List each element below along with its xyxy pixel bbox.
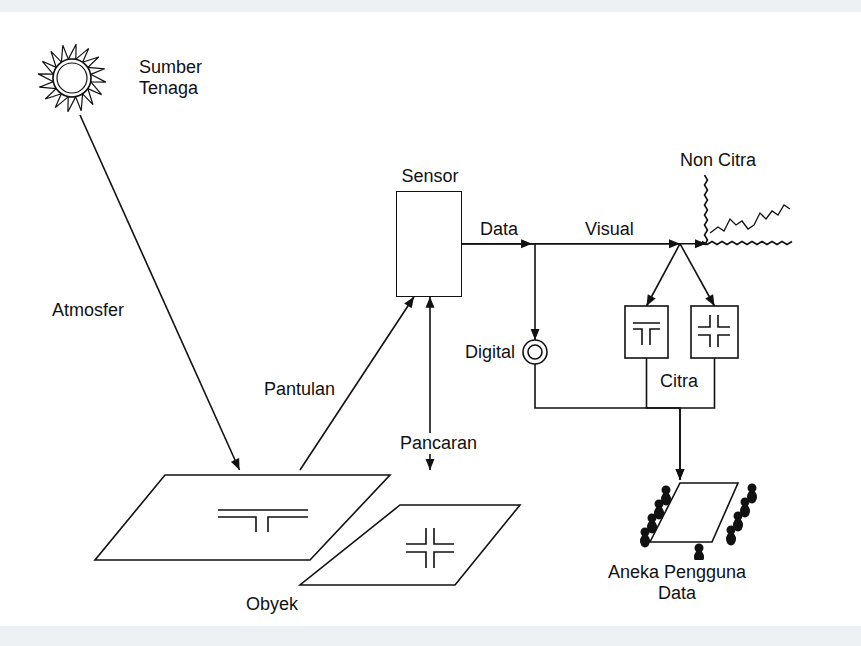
arrow-head — [426, 459, 435, 470]
arrow-head — [676, 469, 685, 480]
connector — [462, 239, 540, 340]
drawing-stroke — [702, 242, 792, 245]
sun-icon — [35, 41, 109, 115]
drawing-stroke — [710, 205, 790, 233]
edge-label: Atmosfer — [50, 300, 126, 321]
connector-line — [680, 244, 715, 306]
arrow-head — [426, 297, 435, 308]
edge-label: Data — [478, 219, 520, 240]
graph-icon — [696, 175, 796, 249]
digital-disk-icon — [521, 338, 549, 366]
drawing-stroke — [705, 175, 708, 245]
obyek-node: Obyek — [88, 470, 528, 620]
arrow-head — [404, 297, 414, 309]
drawing-stroke — [300, 505, 520, 585]
bottom-band — [0, 626, 861, 646]
noncitra-node: Non Citra — [676, 150, 796, 250]
drawing-stroke — [694, 551, 704, 561]
drawing-stroke — [218, 510, 308, 532]
drawing-stroke — [57, 63, 87, 93]
drawing-stroke — [68, 97, 76, 112]
sensor-box — [396, 191, 462, 297]
users-node: Aneka Pengguna Data — [587, 480, 767, 603]
drawing-stroke — [650, 483, 738, 542]
connector-line — [462, 244, 535, 340]
sensor-node: Sensor — [396, 166, 464, 297]
top-band — [0, 0, 861, 12]
edge-label: Pancaran — [398, 433, 479, 454]
drawing-stroke — [53, 59, 91, 97]
drawing-stroke — [726, 533, 736, 546]
drawing-stroke — [633, 323, 660, 345]
connector — [462, 239, 706, 248]
edge-label: Pantulan — [262, 379, 337, 400]
sun-node: Sumber Tenaga — [35, 41, 219, 115]
sensor-label: Sensor — [396, 166, 464, 187]
arrow-head — [531, 329, 540, 340]
connector-line — [535, 364, 680, 480]
object-label: Obyek — [246, 594, 298, 615]
drawing-stroke — [625, 306, 668, 358]
drawing-stroke — [523, 340, 547, 364]
connector-line — [80, 115, 240, 470]
digital-label: Digital — [465, 342, 515, 363]
drawing-stroke — [698, 315, 730, 347]
arrow-head — [231, 458, 240, 470]
drawing-stroke — [95, 475, 390, 560]
drawing-stroke — [91, 74, 106, 82]
drawing-stroke — [406, 528, 454, 568]
connector — [462, 244, 715, 306]
drawing-stroke — [640, 535, 650, 548]
non-image-label: Non Citra — [680, 150, 796, 171]
source-label: Sumber Tenaga — [139, 57, 219, 98]
object-planes — [88, 470, 528, 590]
digital-node: Digital — [465, 338, 549, 366]
image-label: Citra — [624, 371, 734, 392]
users-icon — [587, 480, 767, 560]
drawing-stroke — [528, 345, 542, 359]
arrow-head — [676, 469, 685, 480]
edge-label: Visual — [583, 219, 636, 240]
connector — [80, 115, 240, 470]
connector-line — [647, 244, 681, 306]
arrow-head — [705, 294, 714, 306]
drawing-stroke — [38, 74, 53, 82]
arrow-head — [647, 294, 656, 306]
image-print-icons — [624, 305, 740, 361]
drawing-stroke — [691, 306, 738, 358]
arrow-head — [669, 239, 680, 248]
users-label: Aneka Pengguna Data — [591, 562, 763, 603]
citra-node: Citra — [624, 305, 740, 397]
drawing-stroke — [68, 44, 76, 59]
